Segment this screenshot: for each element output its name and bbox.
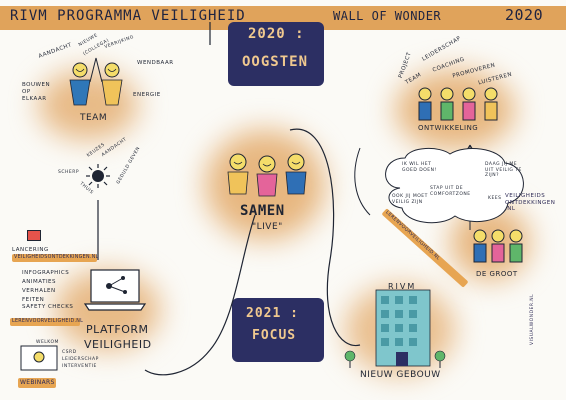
webinar-item: INTERVENTIE	[62, 364, 97, 369]
platform-item: VERHALEN	[22, 288, 56, 294]
thought-text-3: STAP UIT DE COMFORTZONE	[430, 186, 471, 197]
webinar-screen-icon	[20, 345, 58, 371]
samen-figures	[227, 153, 307, 197]
focus-word: FOCUS	[252, 328, 297, 343]
platform-item: INFOGRAPHICS	[22, 270, 70, 276]
tree-icons	[344, 350, 446, 368]
samen-subtitle: "LIVE"	[252, 222, 283, 232]
lancering-label: LANCERING	[12, 247, 49, 253]
webinars-label-bar: WEBINARS	[18, 378, 56, 388]
lancering-url: VEILIGHEIDSONTDEKKINGEN.NL	[12, 254, 99, 262]
team-word-bouwen: BOUWEN	[22, 82, 51, 88]
webinar-list: CSRD LEIDERSCHAP INTERVENTIE	[62, 350, 99, 371]
virus-word-scherp: SCHERP	[58, 170, 80, 175]
thought-cloud	[385, 148, 524, 224]
wall-title: WALL OF WONDER	[333, 9, 442, 23]
team-figures	[69, 57, 123, 106]
focus-box	[232, 298, 324, 362]
platform-link-text: LERENVOORVEILIGHEID.NL	[12, 319, 84, 324]
platform-title-2: VEILIGHEID	[84, 338, 152, 351]
team-word-energie: ENERGIE	[133, 92, 161, 98]
degroot-label: DE GROOT	[476, 270, 518, 278]
platform-item: ANIMATIES	[22, 279, 57, 285]
virus-icon	[86, 164, 110, 188]
credit-text: VISUALWONDER.NL	[530, 293, 535, 345]
building-sign: RIVM	[388, 282, 417, 291]
veiligheid-link: VEILIGHEIDS ONTDEKKINGEN .NL	[505, 193, 556, 212]
year-label: 2020	[505, 6, 544, 24]
focus-year: 2021 :	[246, 306, 299, 321]
webinars-label: WEBINARS	[20, 379, 55, 386]
oogsten-box	[228, 22, 324, 86]
team-word-elkaar: ELKAAR	[22, 96, 47, 102]
building-label: NIEUW GEBOUW	[360, 370, 441, 380]
platform-title-1: PLATFORM	[86, 323, 149, 336]
ontw-figures	[418, 87, 498, 121]
webinar-item: LEIDERSCHAP	[62, 357, 99, 362]
samen-title: SAMEN	[240, 203, 285, 219]
thought-text-1: IK WIL HET GOED DOEN!	[402, 162, 437, 173]
webinar-item: CSRD	[62, 350, 77, 355]
oogsten-word: OOGSTEN	[242, 54, 309, 70]
lancering-url-text: VEILIGHEIDSONTDEKKINGEN.NL	[14, 255, 99, 260]
thought-text-4: OOK JIJ MOET VEILIG ZIJN	[392, 194, 428, 205]
ontwikkeling-label: ONTWIKKELING	[418, 124, 479, 132]
building-illustration	[375, 289, 431, 367]
platform-item: SAFETY CHECKS	[22, 304, 74, 310]
thought-text-5: KEES	[488, 196, 502, 201]
laptop-icon	[83, 269, 147, 311]
team-word-wendbaar: WENDBAAR	[137, 60, 174, 66]
platform-link: LERENVOORVEILIGHEID.NL	[10, 318, 84, 326]
page-title: RIVM PROGRAMMA VEILIGHEID	[10, 8, 246, 24]
webinar-welkom: WELKOM	[36, 340, 59, 345]
team-label: TEAM	[80, 113, 108, 123]
platform-item: FEITEN	[22, 297, 45, 303]
thought-text-2: DAAG JIJ ME UIT VEILIG TE ZIJN?	[485, 162, 522, 178]
gift-icon	[27, 230, 41, 241]
degroot-figures	[473, 229, 523, 263]
platform-list: INFOGRAPHICS ANIMATIES VERHALEN FEITEN S…	[10, 270, 73, 313]
oogsten-year: 2020 :	[248, 26, 305, 42]
team-word-op: OP	[22, 89, 31, 95]
